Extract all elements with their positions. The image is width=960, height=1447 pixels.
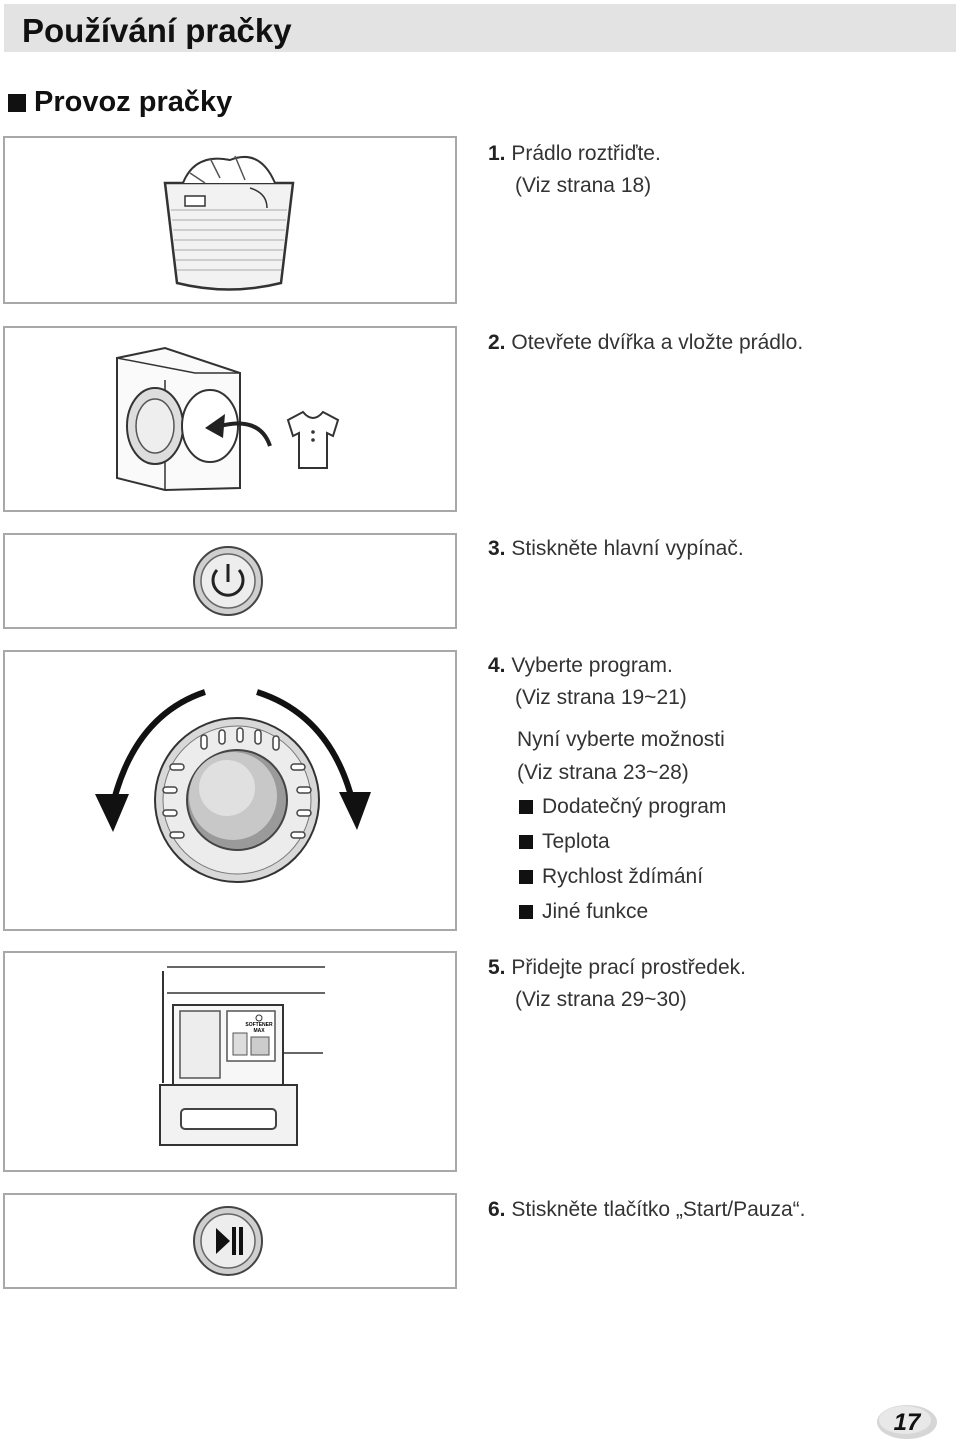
page-header: Používání pračky [4, 4, 956, 52]
section-title: Provoz pračky [34, 86, 233, 118]
step-reference: (Viz strana 19~21) [515, 686, 687, 709]
power-button-icon [193, 546, 263, 616]
laundry-basket-icon [163, 155, 295, 291]
page-number-badge: 17 [876, 1400, 938, 1440]
step-reference: (Viz strana 18) [515, 174, 652, 197]
step-text: Přidejte prací prostředek. [511, 956, 746, 979]
step-4-options: Nyní vyberte možnosti (Viz strana 23~28)… [517, 723, 726, 929]
step-6-illustration [3, 1193, 457, 1289]
bullet-icon [519, 904, 533, 919]
program-dial-icon [95, 689, 371, 883]
step-text: Stiskněte tlačítko „Start/Pauza“. [511, 1198, 806, 1221]
step-1: 1. Prádlo roztřiďte. (Viz strana 18) [488, 138, 661, 202]
softener-label: SOFTENER [245, 1022, 273, 1028]
start-pause-button-icon [193, 1206, 263, 1276]
shirt-icon [286, 410, 340, 469]
step-5-illustration: SOFTENER MAX [3, 951, 457, 1172]
step-text: Otevřete dvířka a vložte prádlo. [511, 331, 804, 354]
page-number: 17 [894, 1409, 922, 1436]
option-item: Jiné funkce [517, 894, 726, 929]
step-number: 6. [488, 1198, 506, 1221]
step-6: 6. Stiskněte tlačítko „Start/Pauza“. [488, 1194, 805, 1226]
step-3-illustration [3, 533, 457, 629]
step-text: Prádlo roztřiďte. [511, 142, 661, 165]
step-4: 4. Vyberte program. (Viz strana 19~21) [488, 650, 687, 714]
step-text: Vyberte program. [511, 654, 673, 677]
step-1-illustration [3, 136, 457, 304]
step-2: 2. Otevřete dvířka a vložte prádlo. [488, 327, 803, 359]
bullet-icon [519, 799, 533, 814]
step-number: 3. [488, 537, 506, 560]
option-item: Teplota [517, 824, 726, 859]
step-number: 2. [488, 331, 506, 354]
step-number: 4. [488, 654, 506, 677]
option-item: Rychlost ždímání [517, 859, 726, 894]
option-item: Dodatečný program [517, 789, 726, 824]
page-title: Používání pračky [22, 12, 292, 49]
max-label: MAX [253, 1028, 265, 1034]
bullet-icon [519, 869, 533, 884]
step-2-illustration [3, 326, 457, 512]
options-intro: Nyní vyberte možnosti [517, 728, 725, 751]
step-text: Stiskněte hlavní vypínač. [511, 537, 744, 560]
step-5: 5. Přidejte prací prostředek. (Viz stran… [488, 952, 746, 1016]
bullet-icon [519, 834, 533, 849]
section-bullet-icon [8, 93, 26, 112]
section-heading: Provoz pračky [8, 86, 232, 119]
washer-door-icon [116, 346, 272, 492]
step-number: 1. [488, 142, 506, 165]
step-4-illustration [3, 650, 457, 931]
step-reference: (Viz strana 29~30) [515, 988, 687, 1011]
detergent-drawer-icon: SOFTENER MAX [159, 966, 325, 1146]
options-reference: (Viz strana 23~28) [517, 761, 689, 784]
step-number: 5. [488, 956, 506, 979]
step-3: 3. Stiskněte hlavní vypínač. [488, 533, 744, 565]
